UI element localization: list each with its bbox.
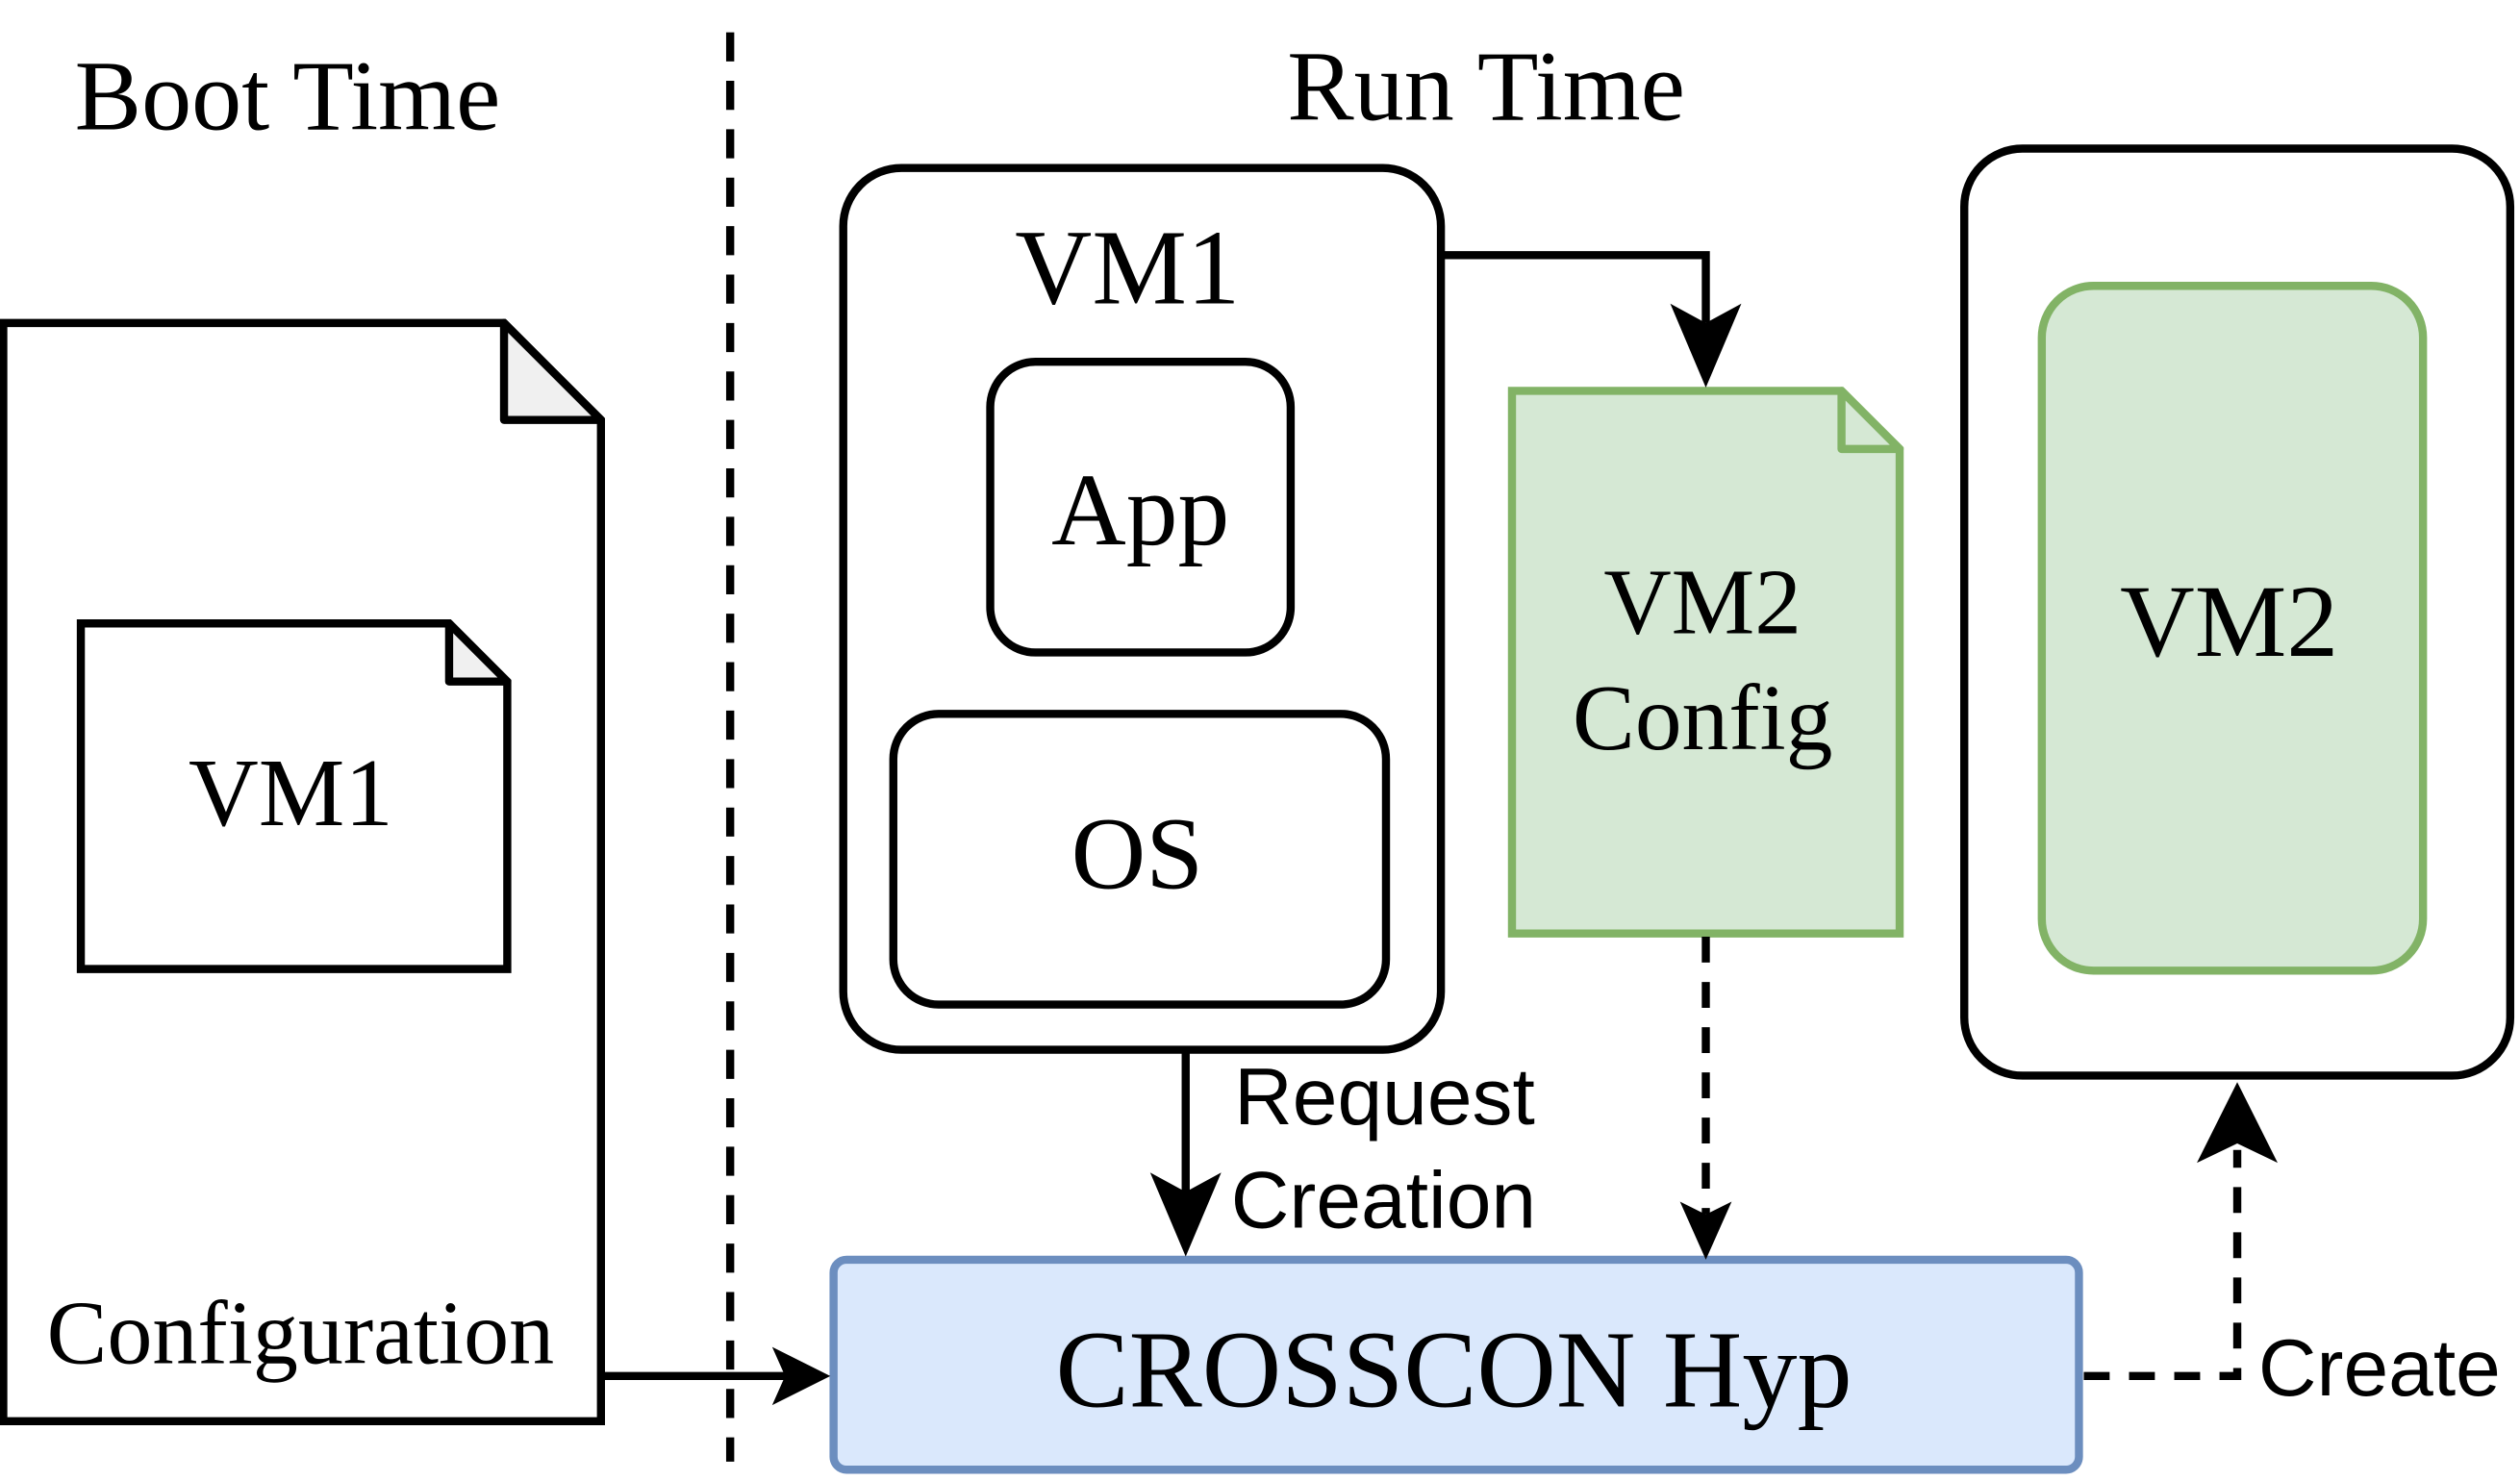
crosscon-hypervisor-box — [829, 1255, 2083, 1474]
app-label: App — [1051, 453, 1229, 567]
arrow-vm1-to-vm2-config — [1444, 251, 1742, 389]
vm2-config-label-line1: VM2 — [1603, 550, 1802, 654]
vm2-inner-box — [2037, 282, 2428, 975]
arrow-hypervisor-create-vm2 — [2083, 1082, 2279, 1381]
request-creation-label-line1: Request — [1234, 1051, 1535, 1142]
vm2-label: VM2 — [2120, 565, 2338, 679]
vm1-config-document — [76, 619, 512, 973]
vm2-config-label-line2: Config — [1573, 666, 1833, 770]
os-label: OS — [1071, 797, 1203, 912]
configuration-label: Configuration — [47, 1283, 555, 1383]
arrow-vm1-request-to-hypervisor — [1149, 1052, 1222, 1257]
run-time-heading: Run Time — [1287, 30, 1685, 141]
vm1-config-label: VM1 — [189, 739, 393, 846]
os-box — [889, 710, 1391, 1009]
app-box — [986, 357, 1296, 657]
request-creation-label-line2: Creation — [1231, 1154, 1536, 1244]
vm1-runtime-title: VM1 — [1015, 209, 1240, 327]
arrow-configuration-to-hypervisor — [604, 1346, 831, 1406]
boot-time-heading: Boot Time — [75, 39, 501, 151]
vm2-config-document — [1507, 387, 1904, 938]
arrow-vm2-config-to-hypervisor — [1679, 937, 1732, 1260]
crosscon-hypervisor-label: CROSSCON Hyp — [1055, 1309, 1852, 1431]
create-label: Create — [2258, 1322, 2501, 1413]
